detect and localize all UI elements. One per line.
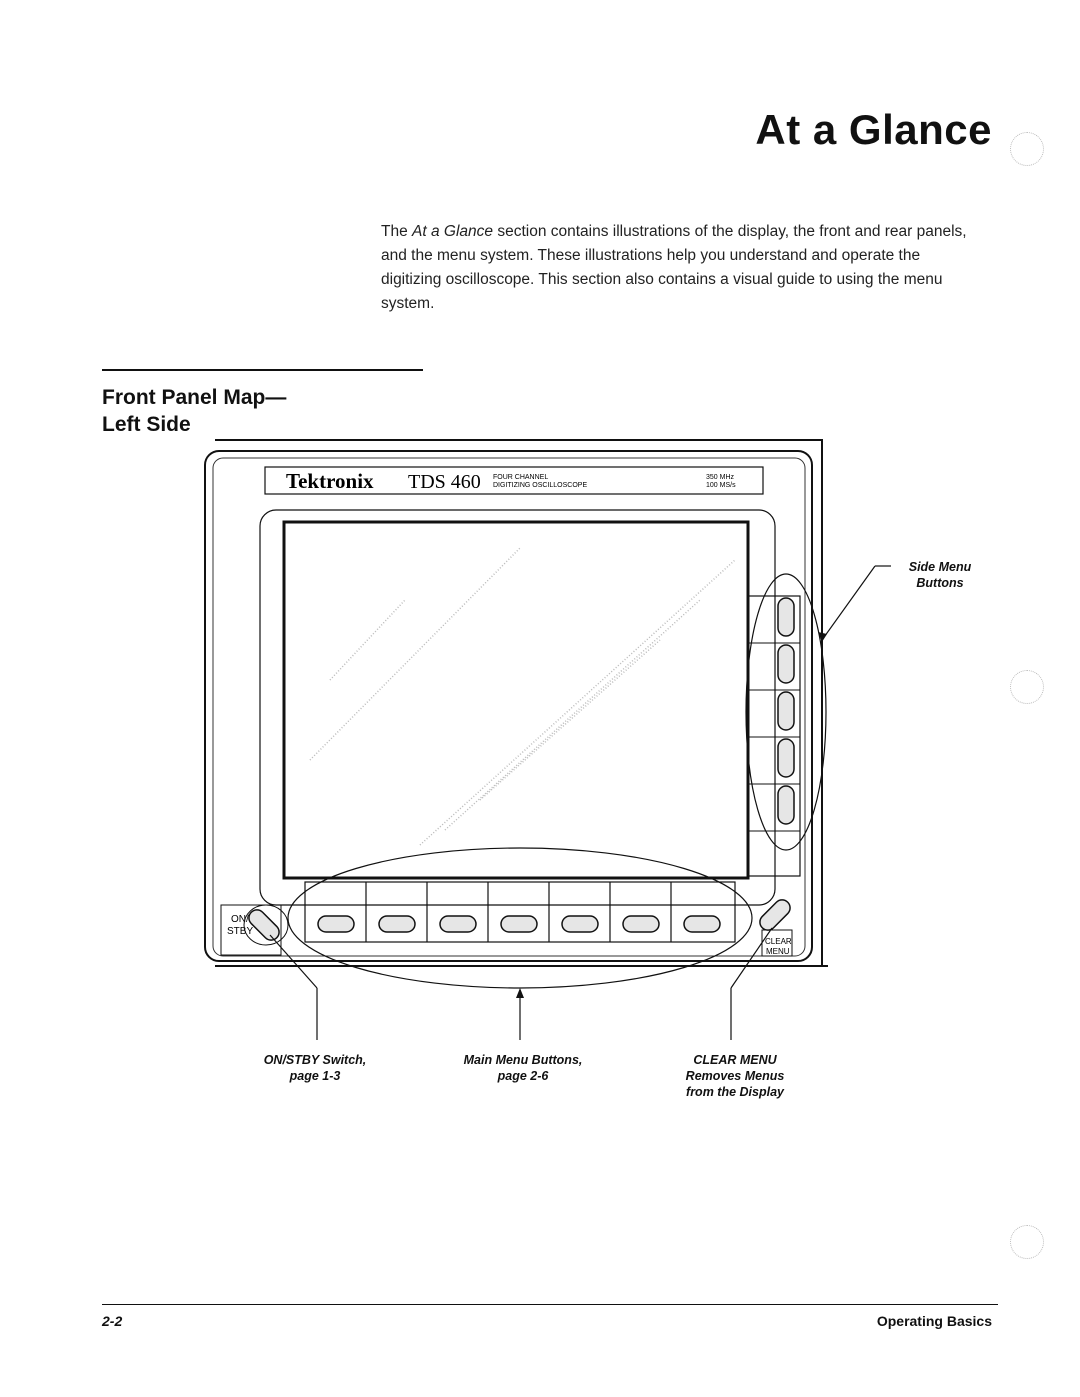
intro-paragraph: The At a Glance section contains illustr… — [381, 223, 967, 312]
main-menu-row — [304, 881, 736, 943]
screen-glare — [309, 547, 736, 846]
main-menu-callout: Main Menu Buttons, page 2-6 — [463, 1053, 583, 1083]
onstby-callout: ON/STBY Switch, page 1-3 — [263, 1053, 367, 1083]
model-desc-line2: DIGITIZING OSCILLOSCOPE — [493, 482, 587, 489]
main-menu-button-7 — [683, 915, 721, 933]
clear-label-line2: MENU — [766, 947, 790, 956]
clear-menu-callout: CLEAR MENU Removes Menus from the Displa… — [685, 1053, 785, 1099]
callout-leaders — [269, 565, 891, 1040]
main-menu-button-1 — [317, 915, 355, 933]
side-menu-highlight-oval — [745, 573, 827, 851]
front-panel-illustration: Tektronix TDS 460 FOUR CHANNEL DIGITIZIN… — [204, 439, 891, 1040]
brand-logo: Tektronix — [286, 469, 374, 493]
model-desc-line1: FOUR CHANNEL — [493, 474, 548, 481]
side-menu-button-3 — [777, 691, 795, 731]
onstby-label-line1: ON/ — [231, 914, 249, 925]
clear-menu-button — [759, 899, 791, 931]
main-menu-button-2 — [378, 915, 416, 933]
model-label: TDS 460 — [408, 471, 481, 493]
side-menu-button-4 — [777, 738, 795, 778]
section-rule — [102, 369, 423, 371]
spec-line1: 350 MHz — [706, 474, 735, 481]
side-menu-button-5 — [777, 785, 795, 825]
main-menu-buttons — [317, 915, 721, 933]
footer-section-title: Operating Basics — [876, 1313, 992, 1329]
hole-punch-mark — [1010, 670, 1044, 704]
intro-emphasis: At a Glance — [412, 223, 494, 240]
main-menu-button-5 — [561, 915, 599, 933]
onstby-label-line2: STBY — [227, 926, 253, 937]
clear-label-line1: CLEAR — [765, 937, 792, 946]
section-title: Front Panel Map— Left Side — [102, 386, 287, 436]
footer-rule — [102, 1304, 998, 1305]
side-menu-buttons — [777, 597, 795, 825]
side-menu-callout: Side Menu Buttons — [908, 560, 972, 590]
side-menu-column — [747, 595, 801, 877]
spec-line2: 100 MS/s — [706, 482, 736, 489]
main-menu-button-4 — [500, 915, 538, 933]
hole-punch-mark — [1010, 132, 1044, 166]
main-menu-button-6 — [622, 915, 660, 933]
panel-housing — [204, 450, 813, 962]
page-number: 2-2 — [102, 1313, 123, 1329]
display-screen — [282, 520, 750, 880]
main-menu-button-3 — [439, 915, 477, 933]
side-menu-button-1 — [777, 597, 795, 637]
hole-punch-mark — [1010, 1225, 1044, 1259]
nameplate — [264, 466, 764, 495]
onstby-switch — [248, 909, 280, 941]
page-title: At a Glance — [755, 106, 992, 153]
display-bezel — [259, 509, 776, 906]
side-menu-button-2 — [777, 644, 795, 684]
